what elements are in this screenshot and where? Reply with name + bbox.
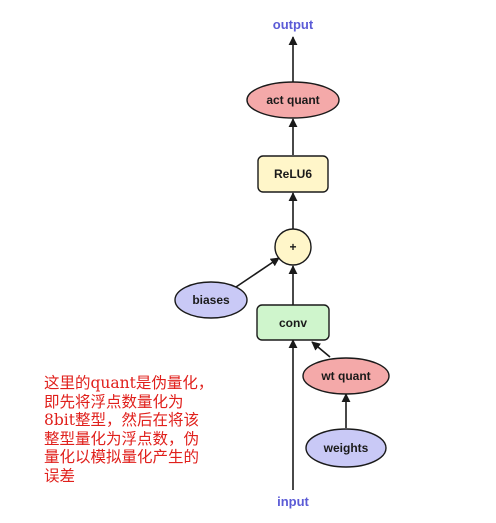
weights-node: weights (305, 428, 387, 468)
biases-label: biases (192, 293, 230, 307)
input-label: input (277, 494, 309, 509)
edge-wtquant-to-conv (311, 341, 331, 358)
act-quant-label: act quant (266, 93, 319, 107)
conv-node: conv (256, 304, 330, 341)
add-node: + (274, 228, 312, 266)
relu6-label: ReLU6 (274, 167, 312, 181)
act-quant-node: act quant (246, 81, 340, 119)
edge-biases-to-add (232, 257, 280, 290)
wt-quant-node: wt quant (302, 357, 390, 395)
output-label: output (273, 17, 314, 32)
add-label: + (289, 240, 296, 254)
conv-label: conv (279, 316, 307, 330)
relu6-node: ReLU6 (257, 155, 329, 193)
biases-node: biases (174, 281, 248, 319)
wt-quant-label: wt quant (320, 369, 370, 383)
weights-label: weights (323, 441, 369, 455)
annotation-note: 这里的quant是伪量化， 即先将浮点数量化为 8bit整型，然后在将该 整型量… (44, 374, 214, 485)
